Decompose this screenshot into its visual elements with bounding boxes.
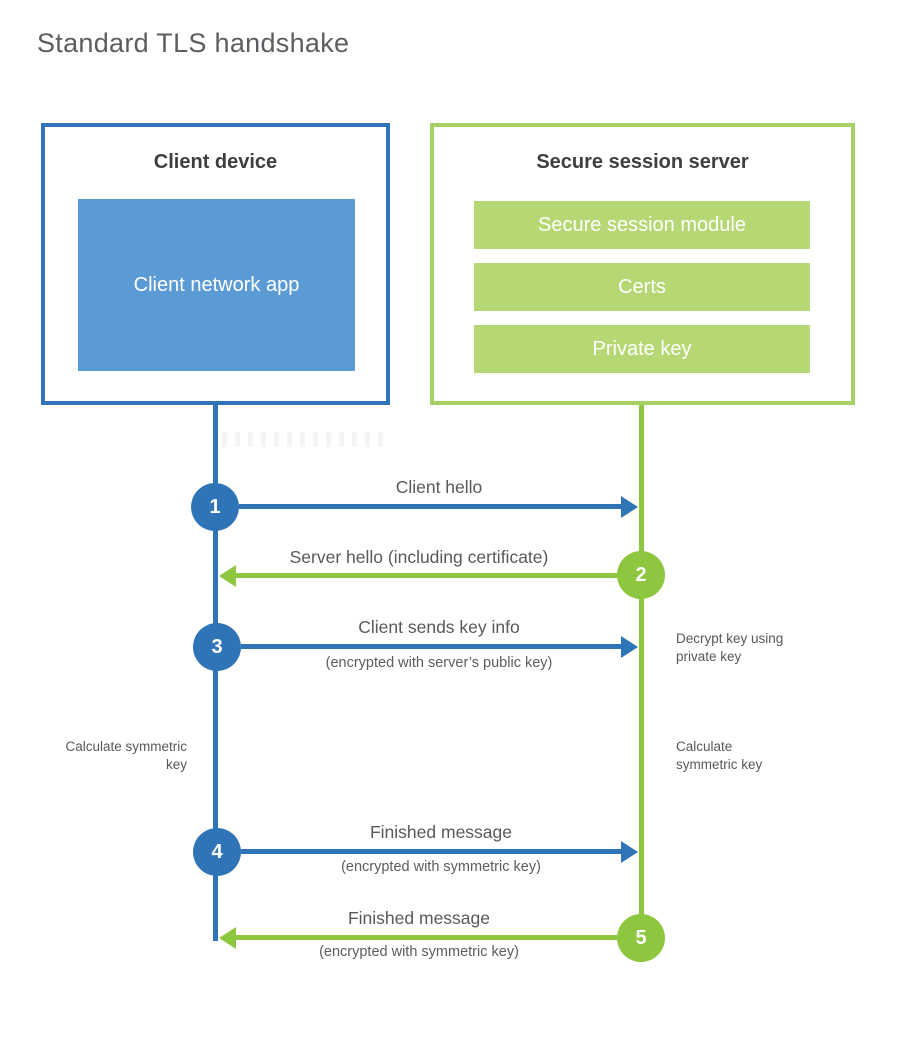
step-3-circle: 3 [193,623,241,671]
step-2-arrowhead-icon [219,565,236,587]
step-5-label: Finished message [347,908,491,928]
step-3-label: Client sends key info [358,617,520,637]
step-5-arrow-shaft [233,935,618,940]
step-2-circle: 2 [617,551,665,599]
server-module-certs: Certs [474,263,810,311]
step-5-arrow-server-to-client [219,927,618,949]
server-calculate-symmetric-key-note: Calculate symmetric key [676,739,763,772]
page-title: Standard TLS handshake [37,28,350,58]
decrypt-key-note: Decrypt key using private key [676,631,784,664]
client-calculate-symmetric-key-note: Calculate symmetric key [65,739,187,772]
step-1-arrow-client-to-server [239,496,638,518]
secure-session-server-box: Secure session server Secure session mod… [430,123,855,405]
step-1-label: Client hello [395,477,483,497]
step-4-arrow-client-to-server [241,841,638,863]
client-network-app-label: Client network app [133,273,300,296]
step-5-sublabel: (encrypted with symmetric key) [319,944,519,960]
step-4-circle: 4 [193,828,241,876]
step-3-arrow-shaft [241,644,624,649]
ghost-artifact [222,432,387,447]
step-1-arrowhead-icon [621,496,638,518]
server-module-secure-session-module: Secure session module [474,201,810,249]
step-5-circle: 5 [617,914,665,962]
client-device-box: Client device Client network app [41,123,390,405]
step-4-arrow-shaft [241,849,624,854]
client-lifeline [213,405,218,941]
step-4-label: Finished message [369,822,513,842]
step-2-arrow-server-to-client [219,565,618,587]
step-4-sublabel: (encrypted with symmetric key) [341,859,541,875]
step-1-arrow-shaft [239,504,624,509]
server-lifeline [639,405,644,938]
step-3-arrow-client-to-server [241,636,638,658]
client-device-title: Client device [153,151,278,173]
secure-session-server-title: Secure session server [536,151,749,173]
step-3-arrowhead-icon [621,636,638,658]
step-4-arrowhead-icon [621,841,638,863]
step-5-arrowhead-icon [219,927,236,949]
client-network-app-box: Client network app [78,199,355,371]
server-module-private-key: Private key [474,325,810,373]
step-2-arrow-shaft [233,573,618,578]
step-3-sublabel: (encrypted with server’s public key) [325,655,553,671]
step-1-circle: 1 [191,483,239,531]
step-2-label: Server hello (including certificate) [289,547,549,567]
